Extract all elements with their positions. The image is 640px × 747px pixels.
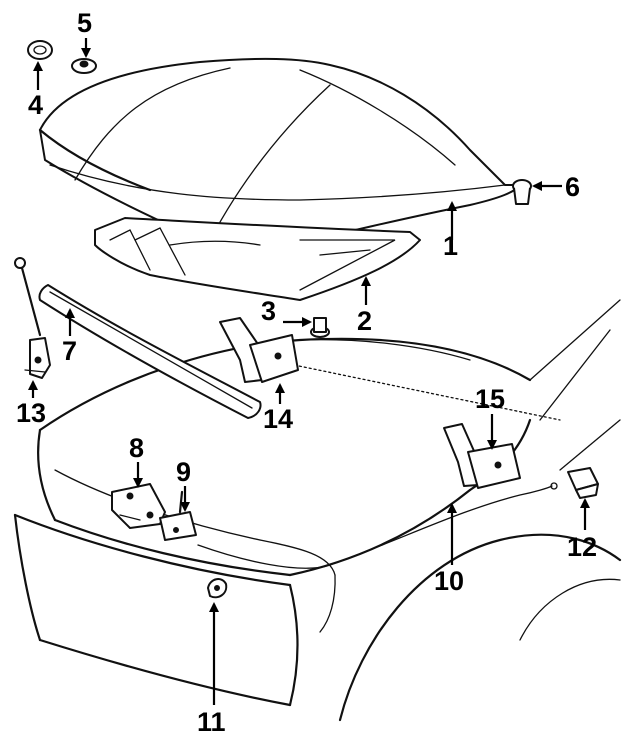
callout-1: 1 (443, 201, 458, 261)
callout-7: 7 (62, 308, 77, 366)
hood-safety-catch (159, 490, 197, 541)
callout-5: 5 (77, 8, 92, 58)
callout-12: 12 (567, 498, 597, 562)
callout-10: 10 (434, 503, 464, 596)
retainer-clip (71, 58, 97, 74)
callout-9: 9 (176, 457, 191, 512)
callout-11: 11 (197, 602, 226, 737)
hinge-bolt (310, 317, 330, 338)
release-cable (197, 482, 558, 569)
callout-3: 3 (261, 296, 312, 327)
callout-6: 6 (532, 172, 580, 202)
callout-8: 8 (129, 433, 144, 488)
svg-text:13: 13 (16, 398, 46, 428)
svg-text:15: 15 (475, 384, 505, 414)
hood-prop-rod (14, 257, 51, 379)
svg-text:5: 5 (77, 8, 92, 38)
callout-13: 13 (16, 380, 46, 428)
hood-lock (111, 483, 166, 529)
svg-text:14: 14 (263, 404, 293, 434)
release-handle (567, 467, 599, 499)
svg-text:12: 12 (567, 532, 597, 562)
callout-4: 4 (28, 61, 43, 120)
hood-clip (27, 40, 53, 60)
callout-15: 15 (475, 384, 505, 450)
callout-14: 14 (263, 383, 293, 434)
svg-text:4: 4 (28, 90, 43, 120)
hood-weatherstrip (38, 284, 262, 419)
svg-text:3: 3 (261, 296, 276, 326)
hood-hinge-left (219, 317, 299, 383)
svg-text:2: 2 (357, 306, 372, 336)
svg-text:10: 10 (434, 566, 464, 596)
vehicle-body (13, 299, 622, 722)
svg-text:6: 6 (565, 172, 580, 202)
callout-2: 2 (357, 276, 372, 336)
hood-insulator-panel (94, 217, 421, 301)
svg-text:11: 11 (197, 707, 226, 737)
svg-text:8: 8 (129, 433, 144, 463)
svg-text:7: 7 (62, 336, 77, 366)
hood-hinge-right (443, 423, 521, 489)
hood-bumper-stop (512, 179, 532, 205)
svg-text:9: 9 (176, 457, 191, 487)
svg-text:1: 1 (443, 231, 458, 261)
cable-grommet (207, 578, 228, 599)
